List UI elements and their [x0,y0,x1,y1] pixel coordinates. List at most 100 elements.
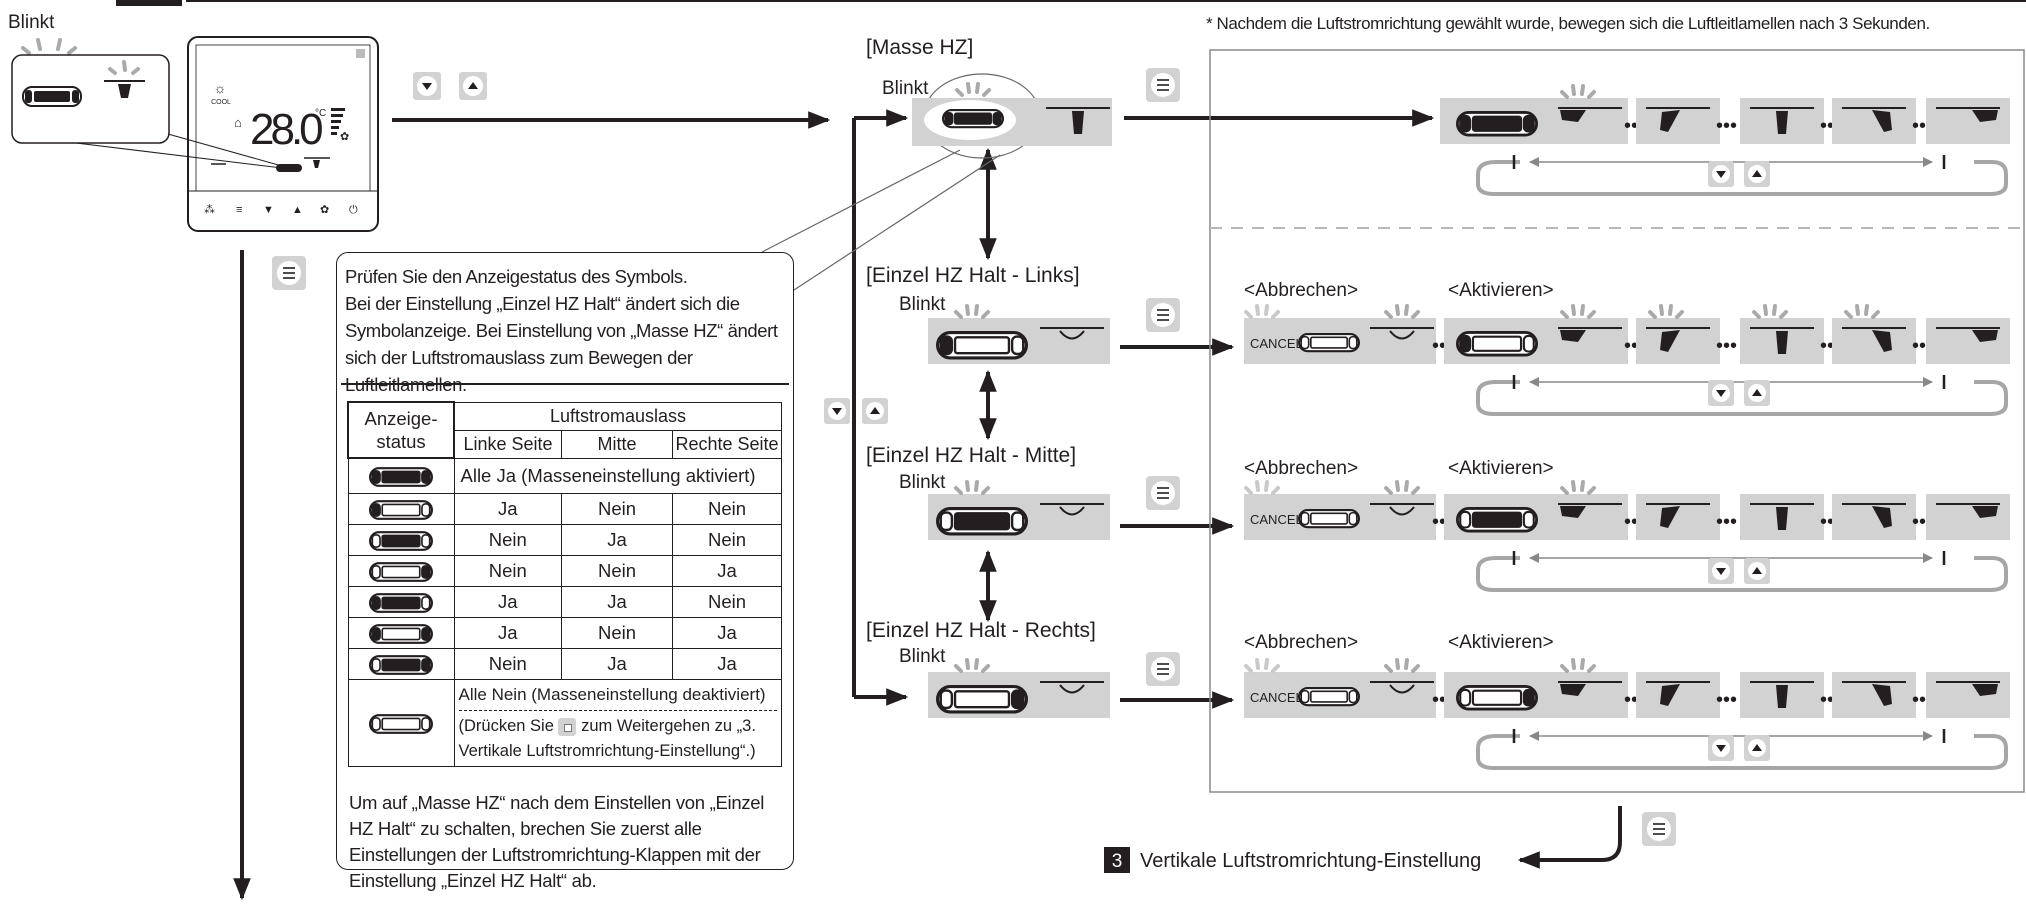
mode-arrows [1120,68,1435,709]
blink-rays-icon [1844,304,1880,319]
down-button-mid[interactable] [824,398,850,424]
blink-rays-icon [1560,84,1596,99]
activate-outlet-icon [1456,685,1538,711]
loop-up-button[interactable] [1744,735,1770,761]
cycle-loop [1476,375,2008,416]
remote-buttons[interactable]: ⁂ ≡ ▼ ▲ ✿ ⏻ [204,204,358,216]
remote-up-button[interactable]: ▲ [292,204,303,216]
step3-title: Vertikale Luftstromrichtung-Einstellung [1140,850,1481,872]
status-all-yes: Alle Ja (Masseneinstellung aktiviert) [453,457,782,494]
cancel-icon-text: CANCEL [1250,690,1303,705]
loop-down-button[interactable] [1708,380,1734,406]
blink-rays-icon [1244,304,1280,319]
loop-up-button[interactable] [1744,558,1770,584]
mode-flow-bracket [852,109,909,706]
blink-rays-icon [1560,304,1596,319]
louver-panel-bg [1636,672,1720,718]
louver-step-icon [1646,681,1710,706]
cancel-outlet-icon [1298,509,1361,529]
mode-label-rechts: [Einzel HZ Halt - Rechts] [866,619,1096,642]
louver-step-icon [1750,107,1814,134]
remote-fan-button[interactable]: ✿ [320,204,329,216]
status-cell: Nein [453,648,562,680]
info-text: Prüfen Sie den Anzeigestatus des Symbols… [345,266,778,395]
menu-button[interactable] [1146,68,1180,102]
remote-power-button[interactable]: ⏻ [349,204,358,216]
menu-button[interactable] [1146,476,1180,510]
activate-outlet-icon [1456,507,1538,533]
mode-louver-icon [1040,327,1104,340]
callout-louver-icon [104,60,145,98]
sequence-row: CANCEL••••••••••••••• [1244,304,2010,416]
loop-up-button[interactable] [1744,380,1770,406]
louver-panel-bg [1832,98,1916,144]
blink-rays-icon [1384,304,1420,319]
cycle-loop [1476,551,2008,592]
callout-connector [167,133,283,167]
step3-number: 3 [1112,851,1123,872]
mode-outlet-icon [936,685,1029,714]
status-cell: Nein [561,493,673,525]
menu-button[interactable] [1146,652,1180,686]
remote-menu-button[interactable]: ≡ [236,204,242,216]
loop-up-button[interactable] [1744,161,1770,187]
sequence-dots: ••• [1716,511,1737,533]
mode-label-links: [Einzel HZ Halt - Links] [866,264,1080,287]
mode-label-mitte: [Einzel HZ Halt - Mitte] [866,444,1076,467]
blink-rays-icon [1560,658,1596,673]
status-cell: Ja [672,555,782,587]
status-note-suffix: zum Weitergehen zu „3. Vertikale Luftstr… [458,717,756,760]
louver-panel-bg [1832,672,1916,718]
blink-rays-icon [1752,304,1788,319]
cancel-louver-icon [1370,327,1434,340]
loop-down-button[interactable] [1708,735,1734,761]
up-button-mid[interactable] [862,398,888,424]
mode-louver-icon [1040,503,1104,516]
status-cell: Ja [561,524,673,556]
status-table-col-left: Linke Seite [453,429,562,459]
louver-step-icon [1646,107,1710,132]
status-cell: Nein [453,555,562,587]
status-cell: Ja [453,617,562,649]
sequence-dots: ••• [1716,115,1737,137]
loop-down-button[interactable] [1708,558,1734,584]
status-cell: Nein [672,586,782,618]
status-cell: Ja [672,617,782,649]
status-cell: Nein [453,524,562,556]
sequence-row: •••••••••••• [1440,84,2010,196]
callout-connector-2 [75,142,283,169]
menu-button-left[interactable] [272,256,306,290]
remote-down-button[interactable]: ▼ [263,204,274,216]
status-icon-cell [347,617,455,649]
status-note: (Drücken Sie zum Weitergehen zu „3. Vert… [458,710,777,764]
blink-rays-icon [954,658,990,673]
louver-step-icon [1750,681,1814,708]
sequence-dots: ••• [1716,335,1737,357]
menu-button[interactable] [1146,298,1180,332]
cancel-label: <Abbrechen> [1244,458,1358,479]
status-icon-svg [369,714,433,734]
louver-step-icon [1842,107,1906,132]
louver-step-icon [1558,681,1622,696]
blink-rays-icon [1560,480,1596,495]
blink-label: Blinkt [8,12,55,33]
remote-unit: °C [315,108,326,119]
status-icon-svg [369,531,433,551]
header-tab [116,0,182,6]
step3-menu-button[interactable] [1642,812,1676,846]
remote-fan-bars-icon [331,108,345,135]
status-icon-cell [347,524,455,556]
activate-label: <Aktivieren> [1448,280,1554,301]
cancel-label: <Abbrechen> [1244,280,1358,301]
status-all-no: Alle Nein (Masseneinstellung deaktiviert… [458,685,766,704]
up-button-top[interactable] [459,72,487,100]
down-button-top[interactable] [413,72,441,100]
loop-down-button[interactable] [1708,161,1734,187]
activate-outlet-icon [1456,331,1538,357]
zoom-line-1 [761,149,961,253]
remote-swing-button[interactable]: ⁂ [204,204,215,216]
louver-step-icon [1936,107,2000,122]
